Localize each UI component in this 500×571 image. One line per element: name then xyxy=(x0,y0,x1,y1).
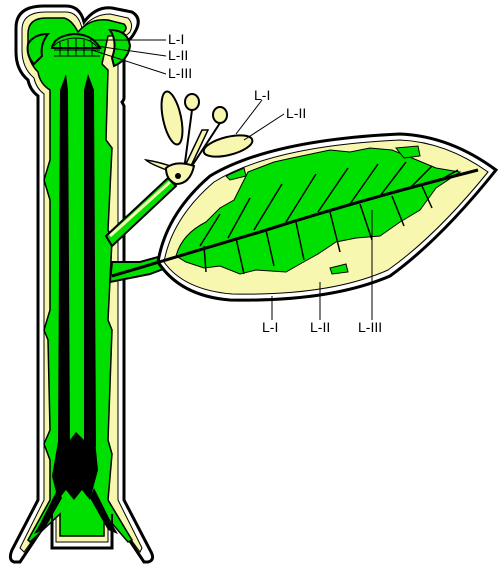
label-apex-l3: L-III xyxy=(168,65,192,81)
petal-right xyxy=(202,134,254,158)
stamen-1 xyxy=(184,93,200,111)
leader-apex-l3 xyxy=(91,49,167,75)
label-apex-l1: L-I xyxy=(168,31,184,47)
leaf-veins xyxy=(199,161,459,275)
stem-l3-core xyxy=(27,17,134,544)
receptacle xyxy=(164,162,196,186)
apical-dome-grid xyxy=(54,38,100,57)
stem-base xyxy=(51,514,113,548)
leaf-l3-spot-2 xyxy=(225,167,247,181)
flower xyxy=(104,90,254,248)
leader-apex-l2 xyxy=(95,45,167,57)
vascular-base xyxy=(52,430,98,500)
root-strand-left xyxy=(34,488,62,534)
label-flower-l1: L-I xyxy=(254,87,270,103)
flower-stalk-l2 xyxy=(108,180,172,238)
stem xyxy=(8,4,155,564)
leaf-l3-spot-1 xyxy=(395,145,421,159)
stamen-2 xyxy=(212,106,228,124)
vascular-strand-left xyxy=(58,74,70,460)
label-flower-l2: L-II xyxy=(286,105,306,121)
receptacle-dot xyxy=(175,173,181,179)
leaf-primordium-left xyxy=(26,32,51,66)
label-leaf-l3: L-III xyxy=(358,319,382,335)
label-leaf-l1: L-I xyxy=(262,319,278,335)
leader-flower-l2 xyxy=(243,113,285,141)
flower-stalk xyxy=(104,176,178,248)
leaf xyxy=(108,132,499,302)
stamen-filaments xyxy=(183,109,221,173)
leader-flower-l1 xyxy=(235,99,263,135)
label-leaf-l2: L-II xyxy=(310,319,330,335)
label-apex-l2: L-II xyxy=(168,47,188,63)
petal-upper xyxy=(160,90,184,146)
leaf-l3-spot-3 xyxy=(329,263,349,275)
labels: L-I L-II L-III L-I L-II L-I L-II L-III xyxy=(168,31,382,335)
vascular-strand-right xyxy=(84,74,96,462)
leader-lines xyxy=(90,39,373,320)
